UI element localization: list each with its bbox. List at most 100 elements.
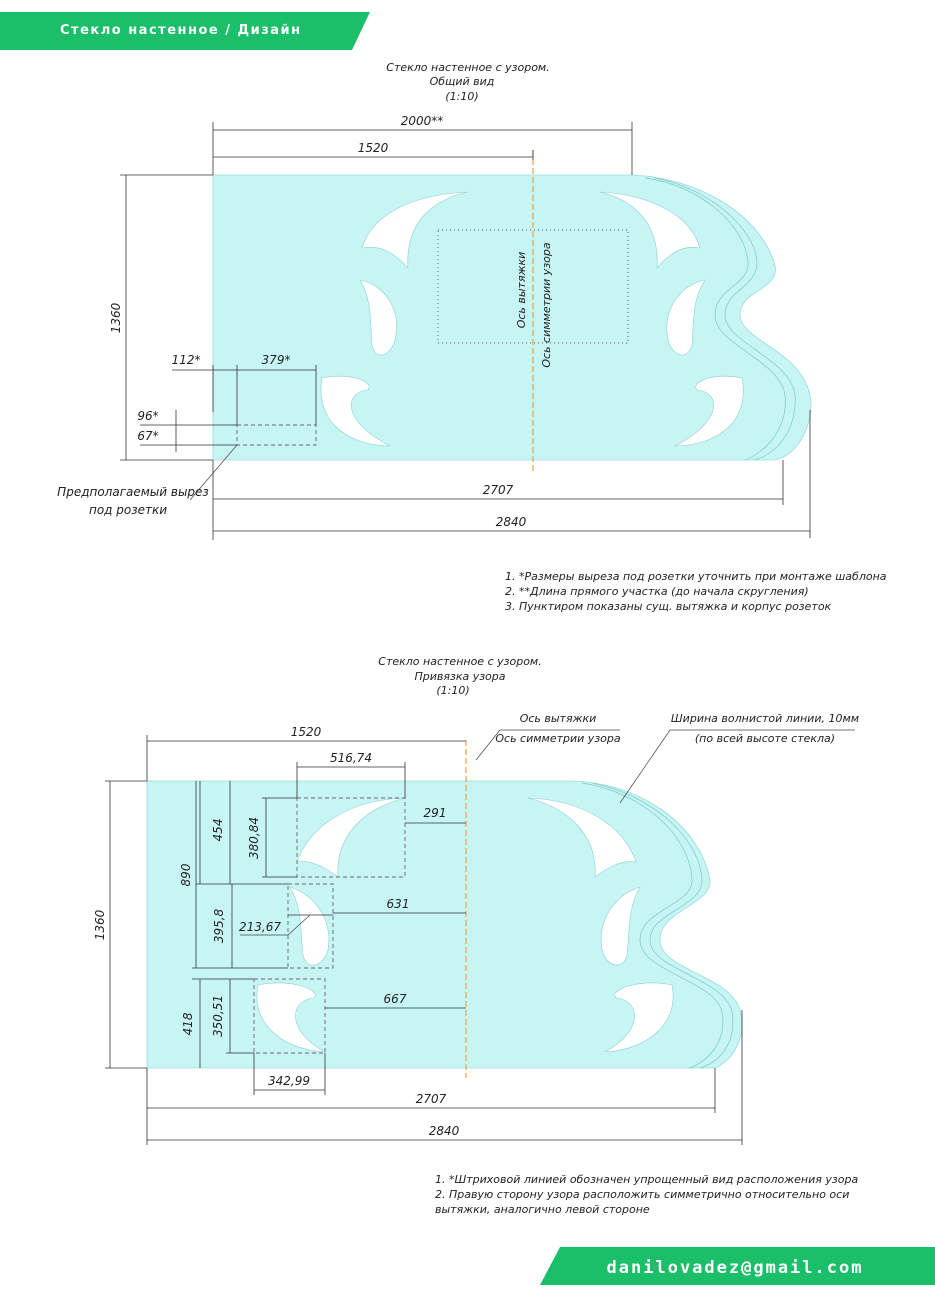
view2-dim-380: 380,84 xyxy=(247,797,297,878)
view1-cutout-leader: Предполагаемый вырез под розетки xyxy=(57,444,238,517)
view2-note-1: 1. *Штриховой линией обозначен упрощенны… xyxy=(435,1173,858,1186)
view1-dim-379: 379* xyxy=(262,353,317,425)
view2-wave-leader: Ширина волнистой линии, 10мм (по всей вы… xyxy=(619,712,859,804)
view2-note-3: вытяжки, аналогично левой стороне xyxy=(435,1203,650,1216)
view2-dim-2707: 2707 xyxy=(146,1068,716,1145)
view1-title-line2: Общий вид xyxy=(430,75,495,88)
view2-pattern-1-mirror xyxy=(527,797,637,878)
view2: Стекло настенное с узором. Привязка узор… xyxy=(93,655,859,1216)
view2-dim-454-label: 454 xyxy=(211,819,225,842)
view1-axis-label-1: Ось вытяжки xyxy=(515,252,528,329)
view2-dim-1360: 1360 xyxy=(93,780,147,1069)
view2-dim-342-label: 342,99 xyxy=(268,1074,310,1088)
view2-wave-line-inner xyxy=(591,782,734,1069)
view2-dim-395: 395,8 xyxy=(212,884,233,968)
view2-dim-2707-label: 2707 xyxy=(416,1092,447,1106)
view1-pattern-top-right xyxy=(599,191,701,269)
view2-dim-667-label: 667 xyxy=(384,992,407,1006)
view2-title-line2: Привязка узора xyxy=(414,670,505,683)
footer-banner-shape xyxy=(540,1247,935,1285)
view2-dim-2840: 2840 xyxy=(147,1010,743,1145)
view1-dim-2707-label: 2707 xyxy=(483,483,514,497)
view1-pattern-mid-right xyxy=(666,279,706,356)
view2-axis-label-2: Ось симметрии узора xyxy=(495,732,621,745)
view2-dim-1520-label: 1520 xyxy=(291,725,322,739)
view1-pattern-mid-left xyxy=(359,279,397,356)
view2-dim-418: 418 xyxy=(181,978,254,1068)
header-title: Стекло настенное / Дизайн xyxy=(60,23,302,38)
view2-dim-890-label: 890 xyxy=(179,863,193,886)
view1-note-3: 3. Пунктиром показаны сущ. вытяжка и кор… xyxy=(505,600,832,613)
view1-wave-line-inner xyxy=(654,177,796,461)
view2-note-2: 2. Правую сторону узора расположить симм… xyxy=(435,1188,849,1201)
view2-pattern-3-mirror xyxy=(604,982,674,1053)
view2-dim-667: 667 xyxy=(325,992,466,1009)
view2-dim-1360-label: 1360 xyxy=(93,909,107,940)
view1-dim-1360-label: 1360 xyxy=(109,302,123,333)
view1-pattern-bottom-right xyxy=(674,375,744,447)
view2-pattern-2-mirror xyxy=(600,886,641,966)
view2-dim-890: 890 xyxy=(179,781,288,969)
view2-wave-label-1: Ширина волнистой линии, 10мм xyxy=(671,712,859,725)
view2-wave-label-2: (по всей высоте стекла) xyxy=(695,732,835,745)
view2-axis-label-1: Ось вытяжки xyxy=(520,712,597,725)
view1-note-1: 1. *Размеры выреза под розетки уточнить … xyxy=(505,570,887,583)
view2-pattern-1 xyxy=(296,797,406,878)
view2-axis-leader: Ось вытяжки Ось симметрии узора xyxy=(475,712,621,761)
view1-dim-2840-label: 2840 xyxy=(496,515,527,529)
view1-dim-1360: 1360 xyxy=(109,174,213,461)
view1-dim-2840: 2840 xyxy=(213,410,811,538)
view1-dim-112-label: 112* xyxy=(172,353,201,367)
view2-dim-418-label: 418 xyxy=(181,1012,195,1035)
view1-dim-1520-label: 1520 xyxy=(358,141,389,155)
view2-dim-516-label: 516,74 xyxy=(330,751,372,765)
view2-dim-395-label: 395,8 xyxy=(212,908,226,943)
view1-dim-2000: 2000** xyxy=(212,114,633,175)
view2-dim-631: 631 xyxy=(333,897,466,914)
view2-dim-350-label: 350,51 xyxy=(211,995,225,1037)
header-banner-shape xyxy=(0,12,370,50)
view1-pattern-bottom-left xyxy=(320,375,391,447)
view1-dim-379-label: 379* xyxy=(262,353,291,367)
view1-dim-112: 112* xyxy=(172,353,316,425)
view1-dim-2707: 2707 xyxy=(212,460,784,540)
header-banner: Стекло настенное / Дизайн xyxy=(0,12,370,50)
view1-pattern-top-left xyxy=(361,191,469,269)
view2-dim-291: 291 xyxy=(405,806,466,824)
view2-dim-213-label: 213,67 xyxy=(239,920,281,934)
view2-dim-291-label: 291 xyxy=(424,806,447,820)
view2-dim-213: 213,67 xyxy=(239,914,333,936)
view1-dim-2000-label: 2000** xyxy=(401,114,444,128)
view2-dim-1520: 1520 xyxy=(146,725,466,781)
view1-cutout-label-line2: под розетки xyxy=(89,503,167,517)
view2-pattern-3-box xyxy=(253,978,326,1054)
view1: Стекло настенное с узором. Общий вид (1:… xyxy=(57,61,887,613)
view2-dim-2840-label: 2840 xyxy=(429,1124,460,1138)
view2-dim-516: 516,74 xyxy=(296,751,406,798)
view2-wave-line xyxy=(581,782,724,1069)
footer-banner: danilovadez@gmail.com xyxy=(540,1247,935,1285)
view1-note-2: 2. **Длина прямого участка (до начала ск… xyxy=(505,585,809,598)
footer-email[interactable]: danilovadez@gmail.com xyxy=(607,1258,864,1278)
view2-dim-380-label: 380,84 xyxy=(247,817,261,859)
view1-title-line1: Стекло настенное с узором. xyxy=(386,61,549,74)
view2-pattern-3 xyxy=(256,982,326,1053)
view1-axis-label-2: Ось симметрии узора xyxy=(540,242,553,368)
view1-wave-line xyxy=(644,177,786,461)
view1-title-line3: (1:10) xyxy=(445,90,478,103)
view2-pattern-2-box xyxy=(287,883,334,969)
view2-dim-342: 342,99 xyxy=(253,1053,326,1095)
view2-dim-631-label: 631 xyxy=(387,897,410,911)
view2-title-line1: Стекло настенное с узором. xyxy=(378,655,541,668)
view1-dim-96-label: 96* xyxy=(137,409,158,423)
view2-title-line3: (1:10) xyxy=(436,684,469,697)
view1-dim-67-label: 67* xyxy=(137,429,158,443)
view1-dim-67: 67* xyxy=(137,429,237,446)
view1-cutout-label-line1: Предполагаемый вырез xyxy=(57,485,209,499)
view2-pattern-1-box xyxy=(296,797,406,878)
view2-dim-454: 454 xyxy=(196,781,288,885)
view2-dim-350: 350,51 xyxy=(211,979,254,1054)
view2-pattern-2 xyxy=(289,886,330,966)
view1-dim-1520: 1520 xyxy=(213,141,534,160)
